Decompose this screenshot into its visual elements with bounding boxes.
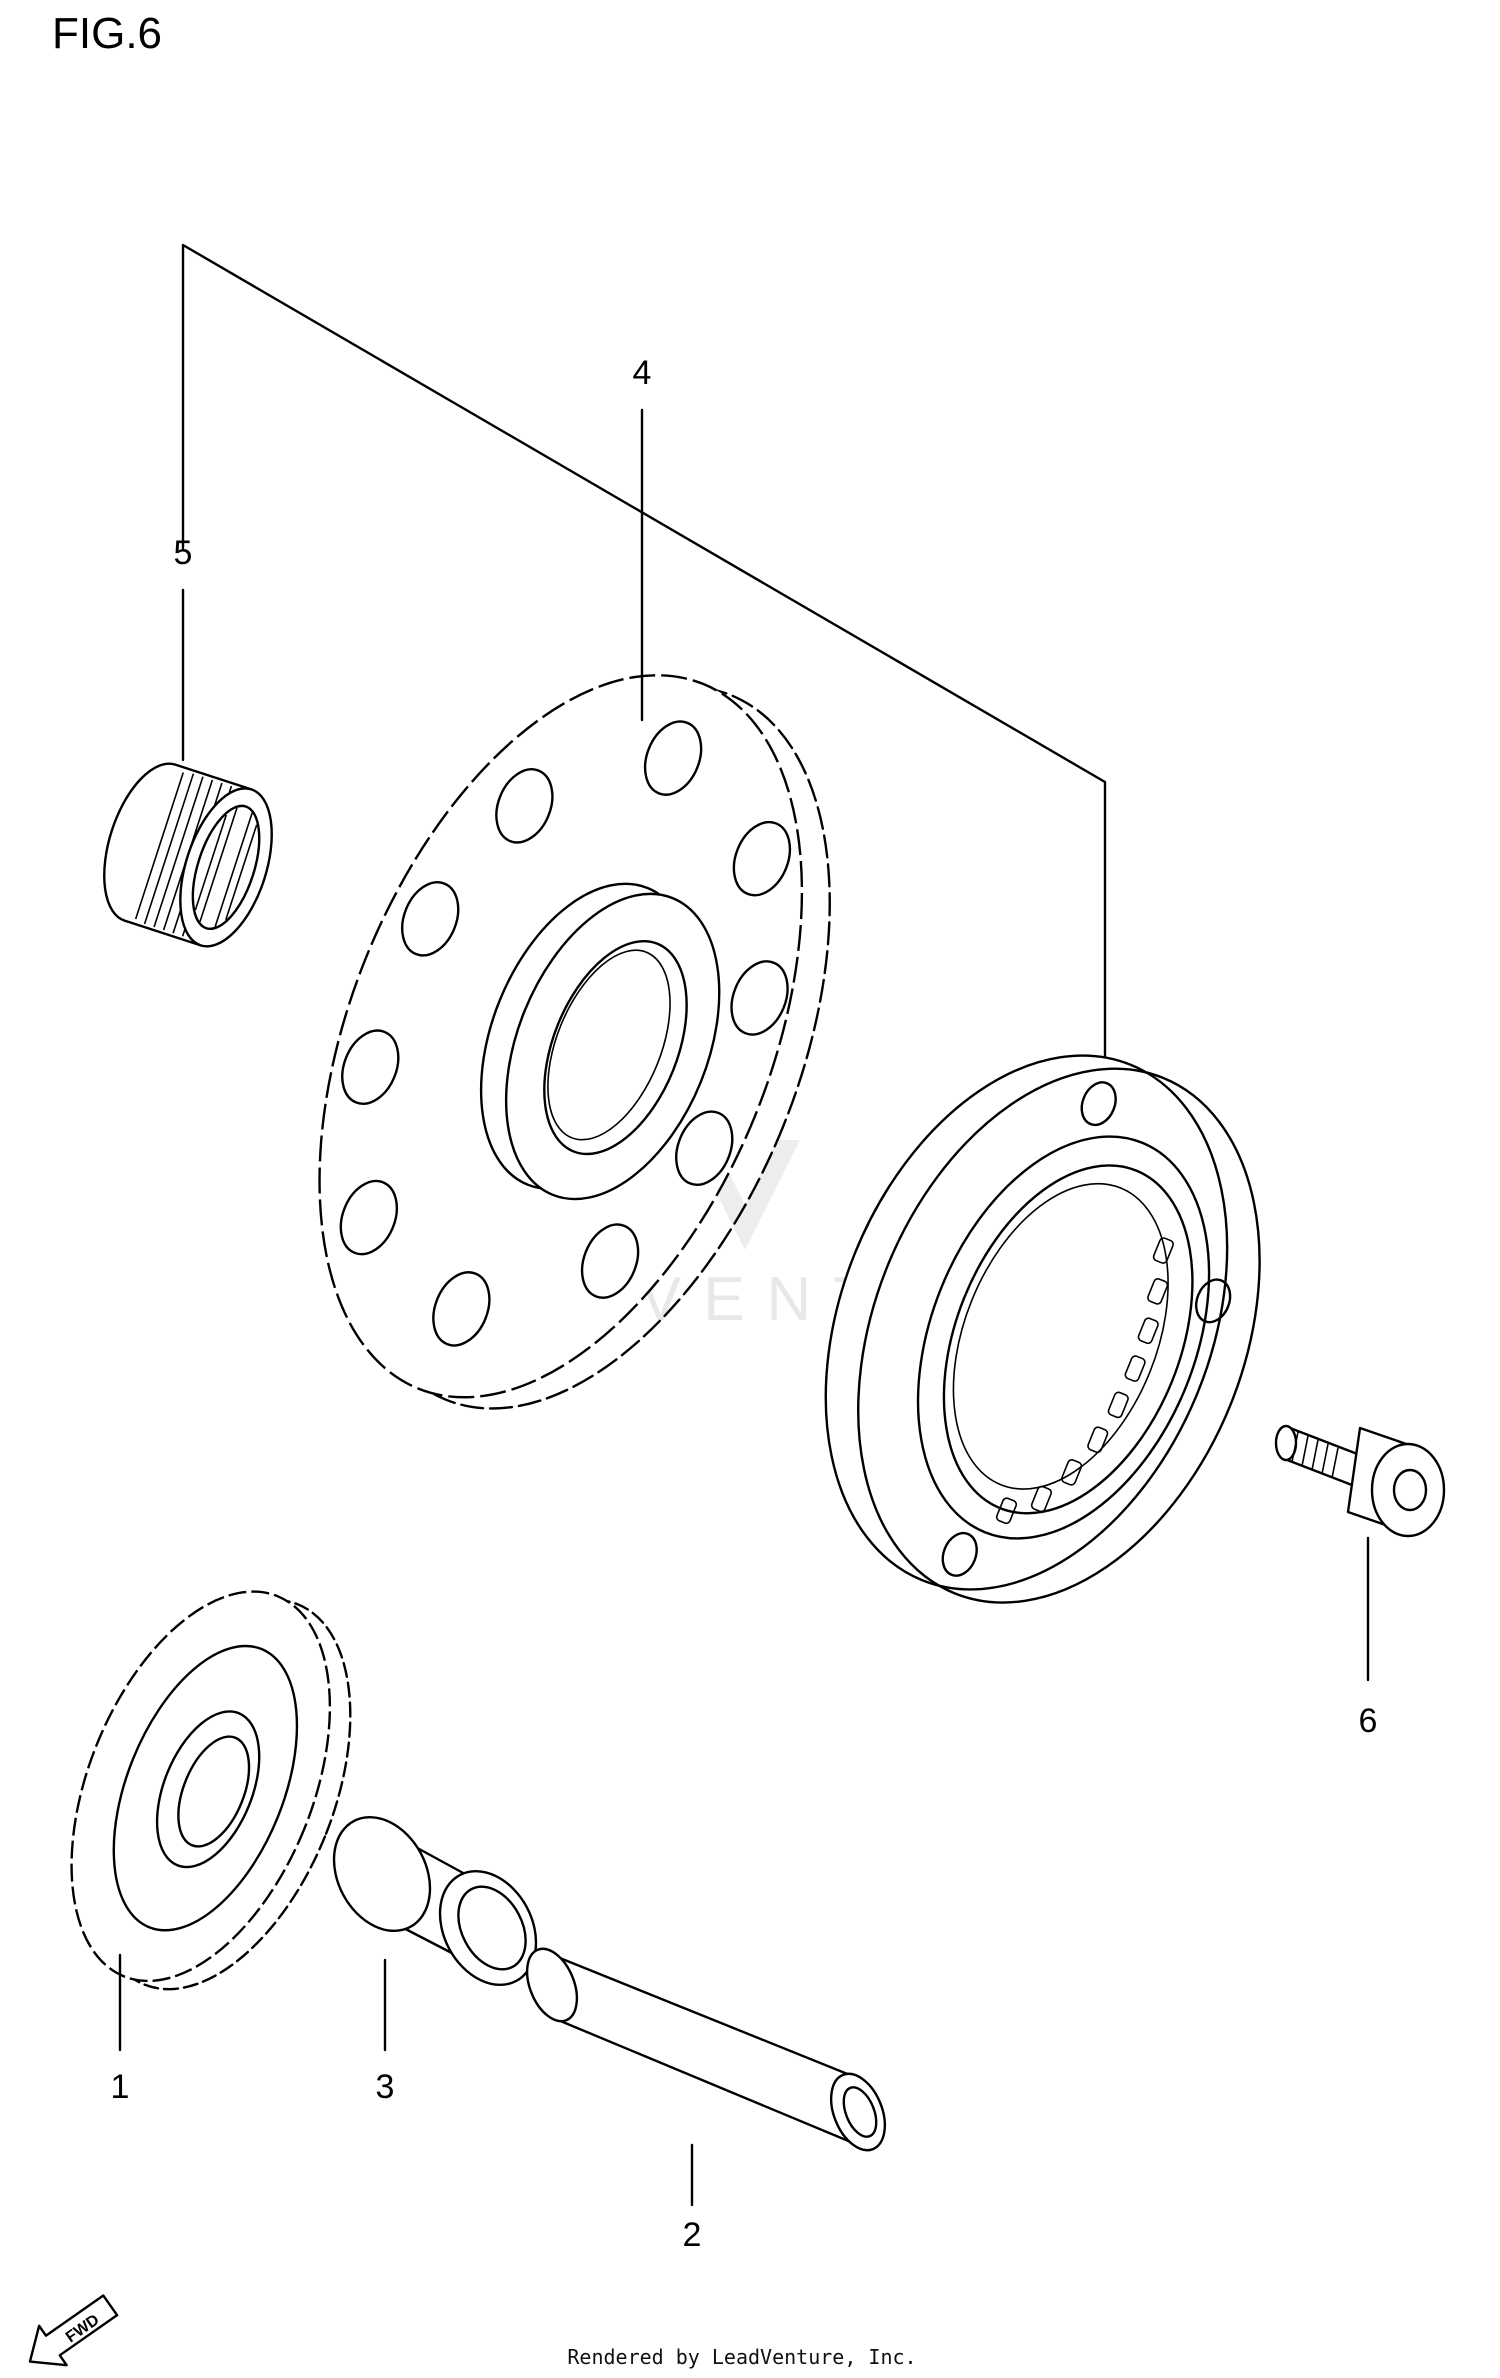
fwd-arrow-icon: FWD xyxy=(28,2294,119,2367)
callout-labels: 5 4 6 1 3 2 xyxy=(111,354,1378,2254)
credit-text: Rendered by LeadVenture, Inc. xyxy=(567,2345,916,2369)
starter-clutch-part xyxy=(824,1054,1261,1604)
bushing-part xyxy=(332,1815,538,1987)
bolt-part xyxy=(1274,1424,1446,1538)
shaft-part xyxy=(525,1947,887,2152)
sprag-cells xyxy=(995,1237,1174,1525)
lightening-holes xyxy=(339,720,792,1347)
figure-title: FIG.6 xyxy=(52,9,162,58)
callout-1: 1 xyxy=(111,2068,130,2106)
needle-bearing-part xyxy=(103,762,273,948)
starter-clutch-gear-part xyxy=(318,674,831,1410)
idle-gear-part xyxy=(70,1590,352,1991)
callout-5: 5 xyxy=(174,534,193,572)
leader-lines xyxy=(118,408,1370,2207)
callout-6: 6 xyxy=(1359,1702,1378,1740)
callout-3: 3 xyxy=(376,2068,395,2106)
callout-4: 4 xyxy=(633,354,652,392)
callout-2: 2 xyxy=(683,2216,702,2254)
assembly-bracket xyxy=(181,243,1107,1062)
